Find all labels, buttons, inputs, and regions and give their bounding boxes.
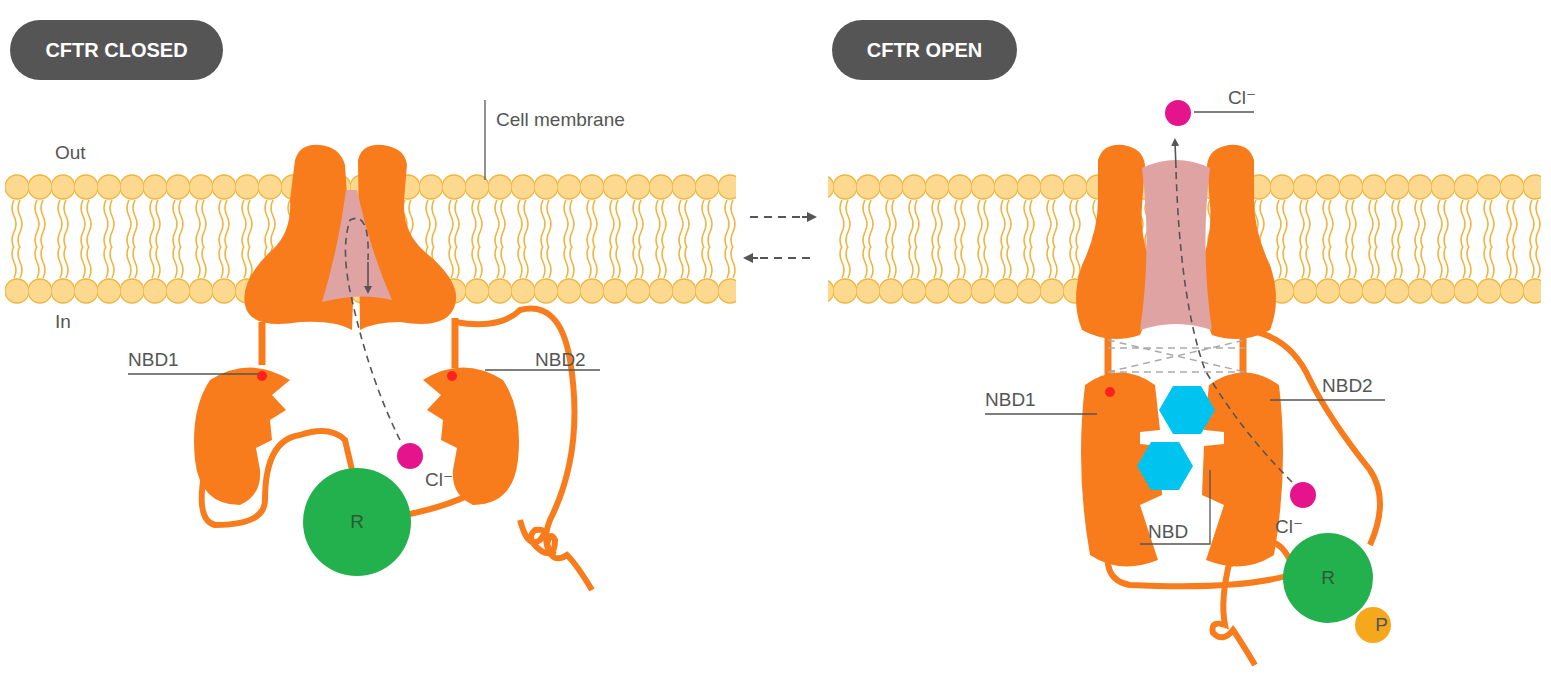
ion-label: Cl⁻: [425, 470, 453, 489]
node-text: CFTR OPEN: [867, 39, 983, 62]
part-label: NBD1: [985, 390, 1036, 409]
node-text: R: [350, 511, 364, 533]
state-pill: CFTR OPEN: [832, 20, 1017, 80]
ion-label: Cl⁻: [1228, 88, 1256, 107]
state-arrows: [748, 217, 812, 258]
node-text: R: [1321, 567, 1335, 589]
cftr-open: [985, 100, 1391, 665]
part-label: NBD1: [128, 350, 179, 369]
part-label: Cell membrane: [496, 110, 625, 129]
side-label: In: [55, 312, 71, 331]
ion-label: Cl⁻: [1275, 517, 1303, 536]
node-text: CFTR CLOSED: [45, 39, 187, 62]
node-text: P: [1375, 614, 1388, 636]
state-pill: CFTR CLOSED: [10, 20, 223, 80]
part-label: NBD: [1148, 522, 1188, 541]
r-domain: R: [1283, 533, 1373, 623]
part-label: NBD2: [535, 350, 586, 369]
side-label: Out: [55, 143, 86, 162]
cftr-closed: [128, 100, 600, 590]
phosphate: P: [1355, 607, 1408, 643]
part-label: NBD2: [1322, 376, 1373, 395]
r-domain: R: [303, 468, 411, 576]
